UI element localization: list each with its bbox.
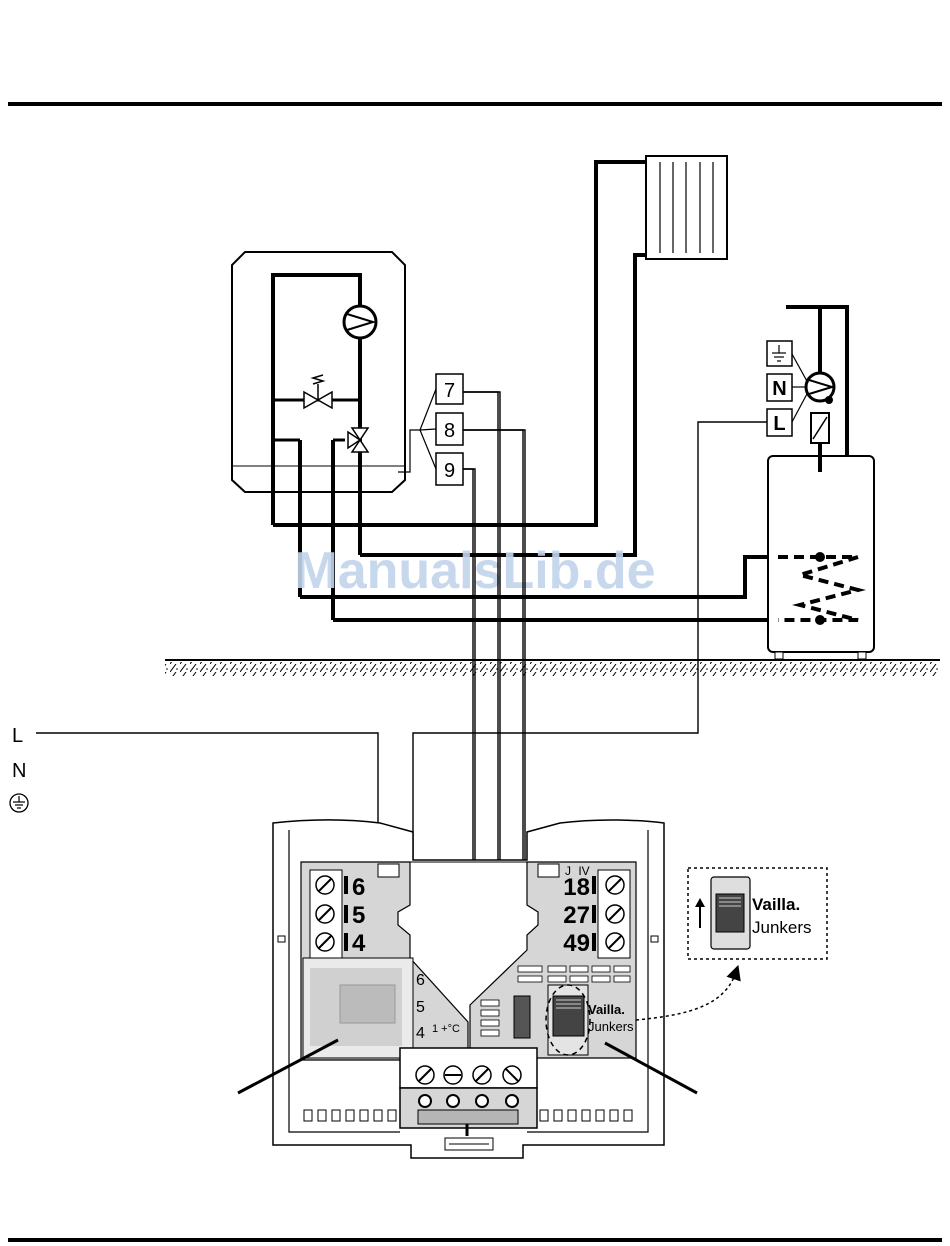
screw-icon — [316, 933, 334, 951]
relay-temperature-note: 1 +°C — [432, 1023, 460, 1035]
relay-contact-4: 4 — [416, 1025, 425, 1042]
switch-label-line1: Vailla. — [588, 1002, 625, 1017]
mains-n-label: N — [12, 760, 26, 782]
left-terminal-6: 6 — [352, 874, 365, 901]
jumper-iv-label: IV — [578, 864, 589, 878]
left-terminal-5: 5 — [352, 902, 365, 929]
screw-icon — [473, 1066, 491, 1084]
right-terminal-27: 27 — [563, 902, 590, 929]
switch-label-line2: Junkers — [588, 1019, 634, 1034]
jumper-j-label: J — [565, 864, 571, 878]
screw-icon — [444, 1066, 462, 1084]
n-terminal-label: N — [772, 378, 786, 400]
pump-icon — [344, 306, 376, 338]
screw-icon — [606, 905, 624, 923]
controller-base: 6 5 4 6 5 4 1 +°C — [273, 820, 664, 1158]
relay-contact-5: 5 — [416, 999, 425, 1016]
ground-line — [165, 660, 940, 676]
l-terminal-label: L — [773, 413, 785, 435]
relay-contact-6: 6 — [416, 972, 425, 989]
terminal-7-label: 7 — [444, 380, 455, 402]
switch-detail-inset: Vailla. Junkers — [688, 868, 827, 959]
left-terminal-4: 4 — [352, 930, 366, 957]
screw-icon — [606, 933, 624, 951]
screw-icon — [503, 1066, 521, 1084]
mains-l-label: L — [12, 725, 23, 747]
right-terminal-49: 49 — [563, 930, 590, 957]
inset-label-line1: Vailla. — [752, 895, 800, 914]
right-terminal-18: 18 — [563, 874, 590, 901]
inset-label-line2: Junkers — [752, 918, 812, 937]
terminal-8-label: 8 — [444, 420, 455, 442]
boiler-terminals: 7 8 9 — [398, 374, 463, 485]
terminal-9-label: 9 — [444, 460, 455, 482]
radiator-icon — [646, 156, 727, 259]
screw-icon — [316, 876, 334, 894]
screw-icon — [316, 905, 334, 923]
slide-switch[interactable] — [553, 996, 584, 1036]
pump-terminals: N L — [767, 341, 808, 436]
check-valve-icon — [811, 413, 829, 443]
mains-earth-icon — [10, 794, 28, 812]
screw-icon — [416, 1066, 434, 1084]
screw-icon — [606, 876, 624, 894]
